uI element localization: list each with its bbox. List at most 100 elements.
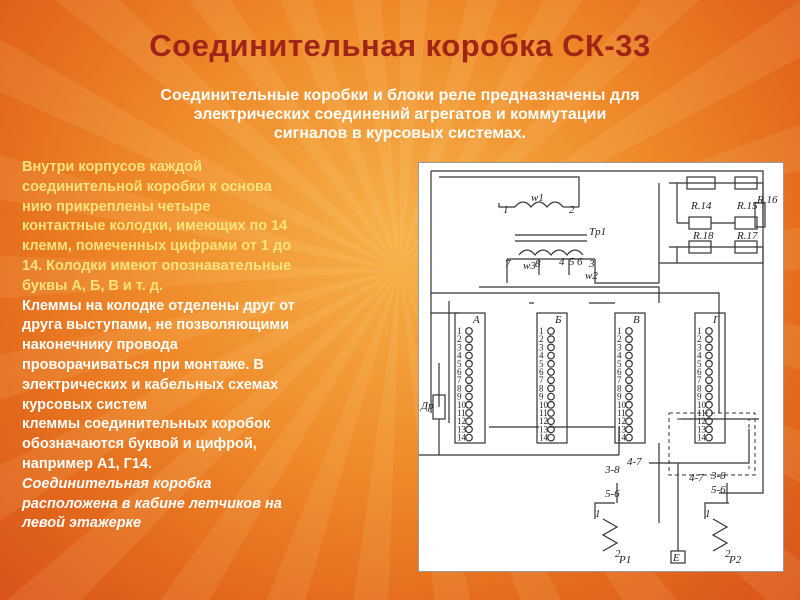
diagram-label-r16: R.16	[756, 194, 778, 206]
paragraph-terminal-blocks: Внутри корпусов каждой соединительной ко…	[22, 158, 422, 297]
terminal-screw	[547, 425, 555, 434]
terminal-screw	[705, 327, 713, 335]
terminal-screw	[465, 351, 473, 360]
terminal-number: 3	[539, 342, 544, 352]
text-line: левой этажерке	[22, 515, 142, 532]
terminal-number: 8	[539, 383, 544, 393]
terminal-screw	[625, 400, 633, 409]
terminal-screw	[465, 376, 473, 385]
terminal-number: 5	[539, 359, 544, 369]
terminal-number: 8	[697, 383, 702, 393]
terminal-number: 11	[697, 408, 706, 418]
diagram-label-n8: 8	[535, 258, 541, 270]
terminal-number: 13	[617, 424, 627, 434]
terminal-number: 7	[697, 375, 702, 385]
text-line: электрических и кабельных схемах	[22, 376, 279, 393]
terminal-screw	[705, 417, 713, 426]
diagram-label-n5: 5	[569, 256, 575, 268]
terminal-screw	[625, 343, 633, 352]
terminal-screw	[465, 409, 473, 417]
terminal-screw	[705, 376, 713, 385]
paragraph-location: Соединительная коробка расположена в каб…	[22, 475, 422, 534]
terminal-screw	[547, 409, 555, 417]
terminal-number: 1	[457, 326, 462, 336]
diagram-label-r14: R.14	[690, 200, 712, 212]
terminal-number: 1	[539, 326, 544, 336]
text-line: клеммы соединительных коробок	[22, 416, 271, 433]
terminal-number: 7	[457, 375, 462, 385]
terminal-screw	[547, 417, 555, 426]
terminal-number: 6	[457, 367, 462, 377]
terminal-block-letter: Б	[554, 314, 562, 326]
terminal-screw	[705, 335, 713, 344]
diagram-label-n2: 2	[569, 204, 575, 216]
wiring-diagram-svg: А1234567891011121314Б1234567891011121314…	[419, 170, 778, 566]
diagram-label-n2b: 2	[615, 548, 621, 560]
terminal-screw	[547, 359, 555, 368]
terminal-screw	[465, 400, 473, 409]
terminal-screw	[625, 409, 633, 417]
terminal-number: 10	[617, 400, 627, 410]
terminal-screw	[705, 400, 713, 409]
terminal-block	[614, 312, 646, 444]
diagram-label-n1b: 1	[595, 508, 601, 520]
terminal-screw	[465, 368, 473, 376]
terminal-number: 2	[539, 334, 544, 344]
subtitle-line: сигналов в курсовых системах.	[273, 125, 527, 142]
diagram-label-s38: 3-8	[604, 464, 620, 476]
text-line: например А1, Г14.	[22, 455, 152, 472]
terminal-number: 13	[457, 424, 467, 434]
terminal-block-letter: А	[472, 314, 480, 326]
terminal-screw	[465, 425, 473, 434]
text-line: курсовых систем	[22, 396, 148, 413]
diagram-label-s56b: 5-6	[711, 484, 726, 496]
diagram-label-n7: 7	[505, 258, 511, 270]
terminal-number: 10	[697, 400, 707, 410]
terminal-number: 12	[697, 416, 706, 426]
diagram-label-r17: R.17	[736, 230, 758, 242]
terminal-screw	[705, 384, 713, 393]
terminal-number: 9	[457, 392, 462, 402]
terminal-block	[694, 312, 726, 444]
diagram-label-n6: 6	[577, 256, 583, 268]
terminal-number: 3	[617, 342, 622, 352]
terminal-number: 4	[457, 351, 462, 361]
text-line: контактные колодки, имеющих по 14	[22, 218, 288, 235]
terminal-number: 9	[539, 392, 544, 402]
terminal-number: 13	[539, 424, 549, 434]
diagram-label-p2: P2	[728, 554, 742, 566]
terminal-number: 8	[617, 383, 622, 393]
terminal-number: 12	[617, 416, 626, 426]
diagram-label-tr1: Tp1	[589, 226, 606, 238]
diagram-label-e: E	[672, 552, 680, 564]
terminal-number: 14	[617, 433, 627, 443]
terminal-screw	[625, 384, 633, 393]
terminal-screw	[547, 392, 555, 401]
terminal-screw	[465, 392, 473, 401]
text-line: соединительной коробки к основа	[22, 178, 272, 195]
text-line: буквы А, Б, В и т. д.	[22, 277, 163, 294]
terminal-number: 9	[697, 392, 702, 402]
terminal-number: 14	[697, 433, 707, 443]
terminal-screw	[547, 335, 555, 344]
diagram-label-w3: w3	[523, 260, 536, 272]
diagram-label-r15: R.15	[736, 200, 758, 212]
diagram-label-s47a: 4-7	[689, 472, 704, 484]
subtitle-line: Соединительные коробки и блоки реле пред…	[160, 87, 640, 104]
text-line: клемм, помеченных цифрами от 1 до	[22, 238, 292, 255]
terminal-number: 11	[617, 408, 626, 418]
terminal-number: 4	[539, 351, 544, 361]
terminal-screw	[705, 433, 713, 442]
terminal-number: 5	[697, 359, 702, 369]
diagram-label-n1: 1	[503, 204, 509, 216]
terminal-screw	[625, 417, 633, 426]
text-line: расположена в кабине летчиков на	[22, 495, 282, 512]
terminal-number: 2	[457, 334, 462, 344]
terminal-screw	[465, 335, 473, 344]
diagram-label-n1c: 1	[705, 508, 711, 520]
terminal-number: 2	[617, 334, 622, 344]
terminal-block	[454, 312, 486, 444]
terminal-number: 7	[617, 375, 622, 385]
terminal-number: 3	[457, 342, 462, 352]
